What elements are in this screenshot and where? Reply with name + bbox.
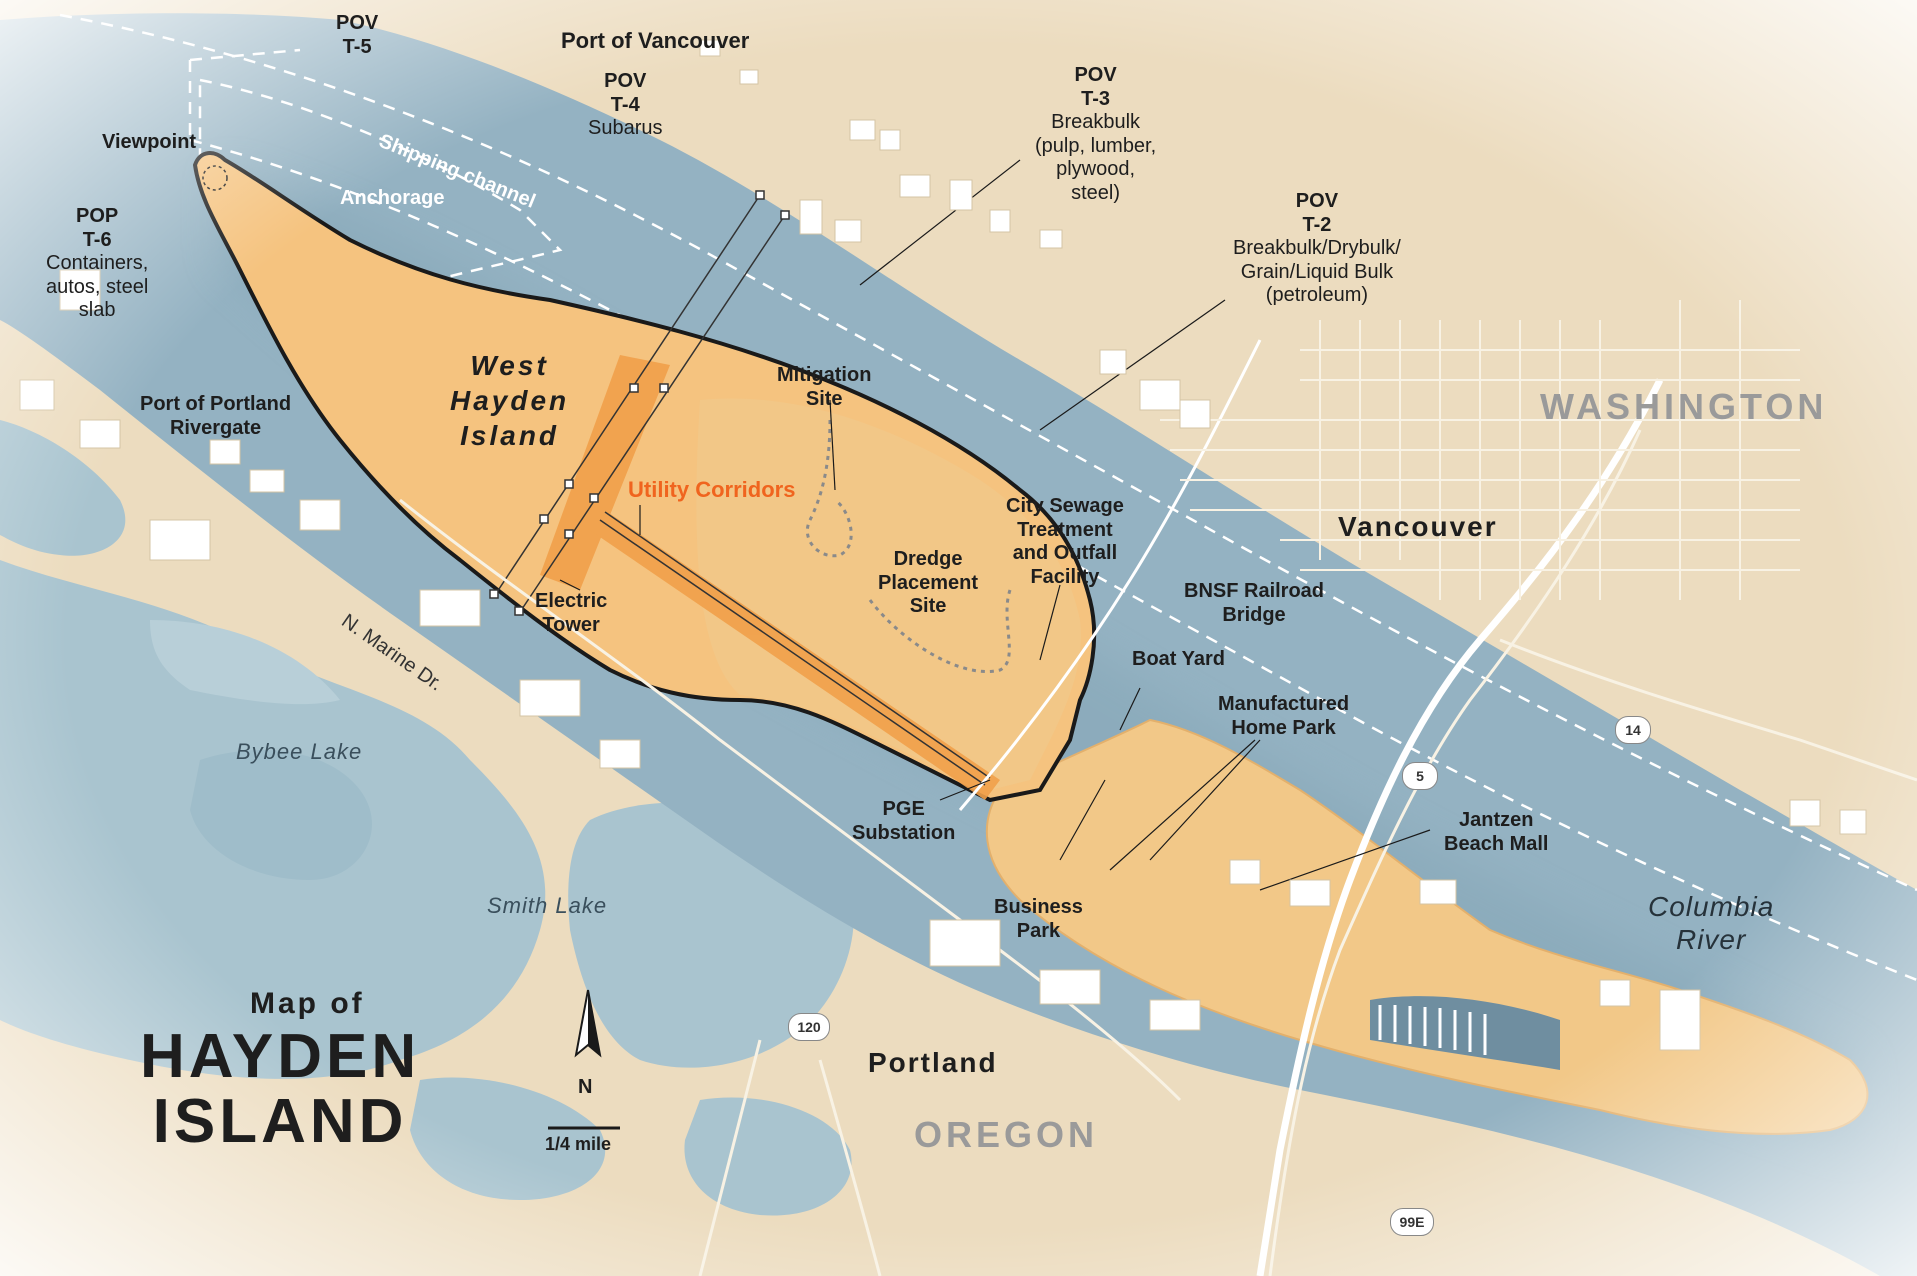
viewpoint-label: Viewpoint <box>102 131 197 153</box>
boat-yard-label: Boat Yard <box>1132 648 1225 670</box>
i5-shield: 5 <box>1402 762 1438 790</box>
portland-label: Portland <box>868 1047 998 1078</box>
vancouver-label: Vancouver <box>1338 511 1498 542</box>
map-title-prefix: Map of <box>250 987 365 1020</box>
north-label: N <box>578 1076 593 1098</box>
hwy120-shield: 120 <box>788 1013 830 1041</box>
washington-label: WASHINGTON <box>1540 386 1828 427</box>
sr14-shield: 14 <box>1615 716 1651 744</box>
smith-lake-label: Smith Lake <box>487 893 608 918</box>
bybee-lake-label: Bybee Lake <box>236 739 363 764</box>
oregon-label: OREGON <box>914 1114 1099 1155</box>
utility-corridors-label: Utility Corridors <box>628 477 796 502</box>
anchorage-label: Anchorage <box>340 187 445 209</box>
scale-bar-label: 1/4 mile <box>545 1134 612 1154</box>
port-of-vancouver-label: Port of Vancouver <box>561 28 750 53</box>
hwy99e-shield: 99E <box>1390 1208 1434 1236</box>
north-arrow-icon <box>574 989 602 1058</box>
